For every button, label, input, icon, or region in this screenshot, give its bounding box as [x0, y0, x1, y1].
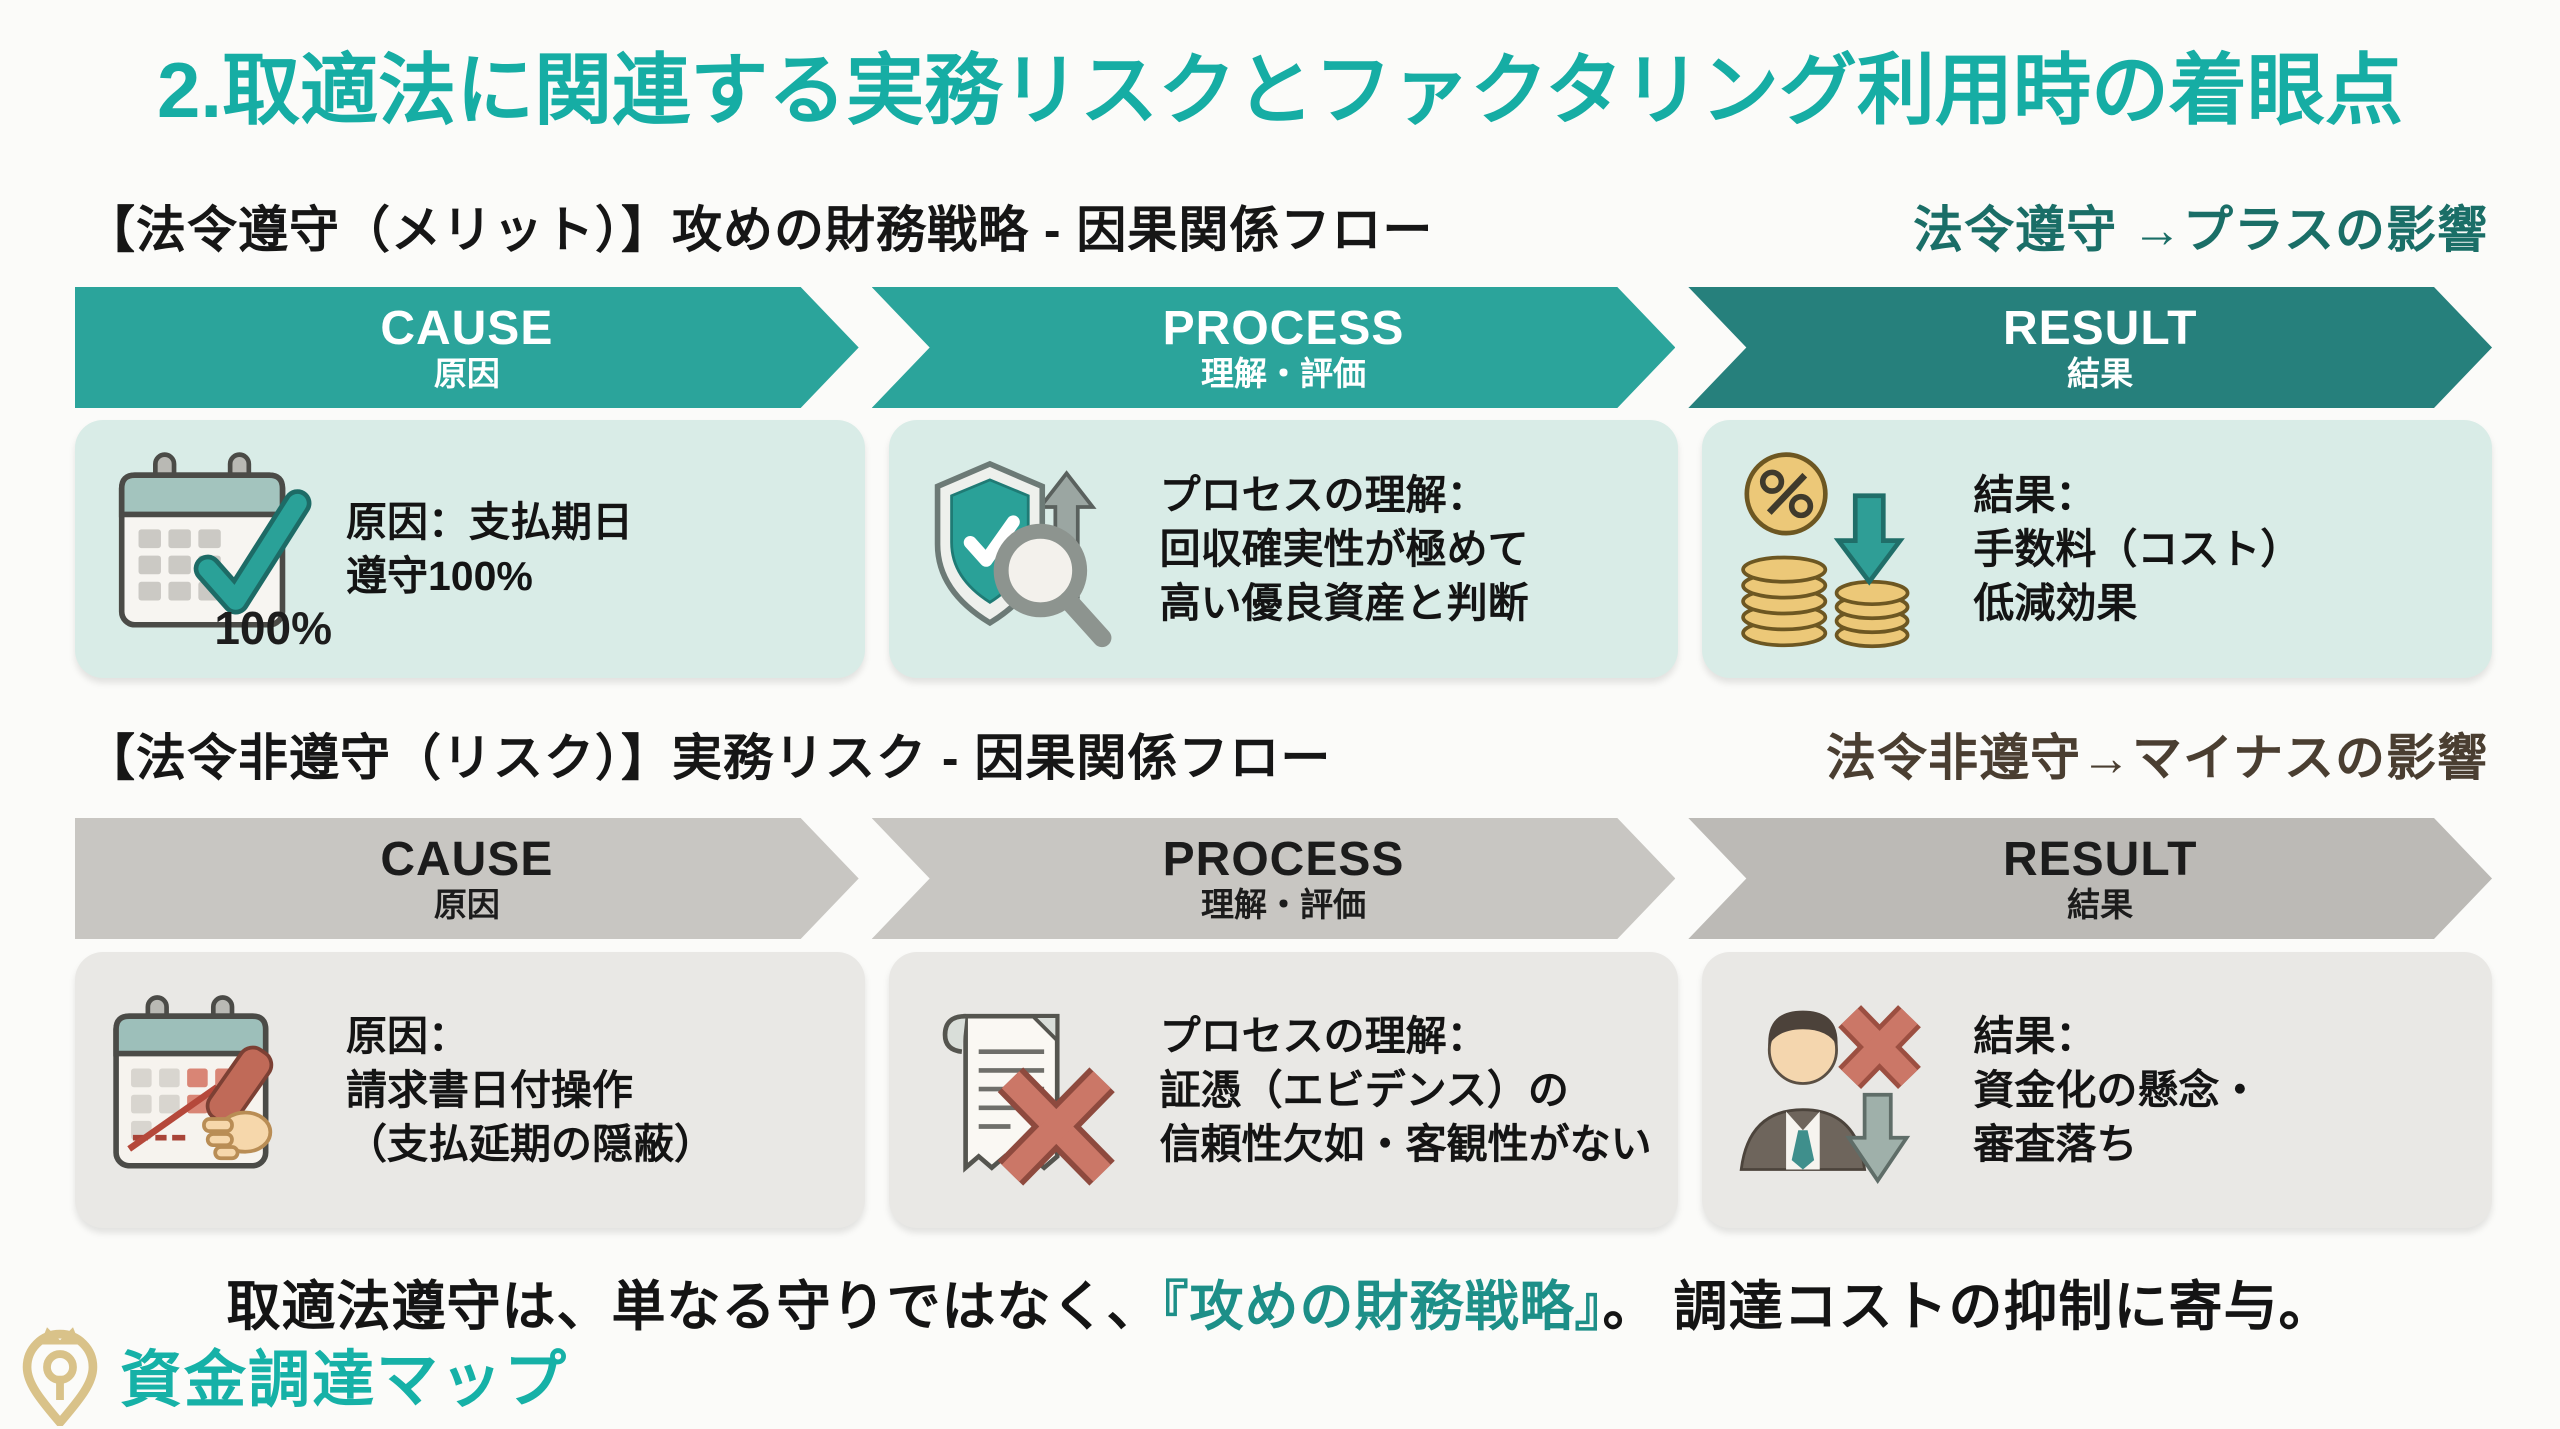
stage-label-ja: 理解・評価 — [1201, 354, 1366, 392]
compliance-result-text: 結果： 手数料（コスト） 低減効果 — [1973, 471, 2302, 627]
brand-logo-text: 資金調達マップ — [120, 1346, 569, 1415]
summary-statement: 取適法遵守は、単なる守りではなく、『攻めの財務戦略』。 調達コストの抑制に寄与。 — [0, 1262, 2560, 1341]
section-noncompliance-heading: 【法令非遵守（リスク）】実務リスク - 因果関係フロー — [85, 730, 1332, 786]
noncompliance-cause-text: 原因： 請求書日付操作 （支払延期の隠蔽） — [346, 1012, 715, 1168]
flow-stage-process: PROCESS 理解・評価 — [872, 818, 1676, 939]
calendar-check-caption: 100% — [214, 601, 332, 654]
stage-label-en: RESULT — [2002, 302, 2198, 356]
section-noncompliance-header: 【法令非遵守（リスク）】実務リスク - 因果関係フロー 法令非遵守→マイナスの影… — [85, 718, 2488, 790]
noncompliance-result-text: 結果： 資金化の懸念・ 審査落ち — [1973, 1012, 2261, 1168]
stage-label-ja: 原因 — [433, 354, 500, 392]
stage-label-ja: 原因 — [433, 885, 500, 923]
page-title: 2.取適法に関連する実務リスクとファクタリング利用時の着眼点 — [157, 46, 2403, 134]
shield-verify-icon — [917, 442, 1132, 657]
noncompliance-cause-card: 原因： 請求書日付操作 （支払延期の隠蔽） — [75, 952, 865, 1228]
stage-label-ja: 結果 — [2067, 885, 2134, 923]
compliance-result-card: 結果： 手数料（コスト） 低減効果 — [1702, 420, 2493, 678]
compliance-process-card: プロセスの理解： 回収確実性が極めて 高い優良資産と判断 — [888, 420, 1679, 678]
compliance-cause-text: 原因：支払期日 遵守100% — [346, 498, 633, 599]
flow-stage-result: RESULT 結果 — [1688, 818, 2492, 939]
document-rejected-icon — [917, 983, 1132, 1198]
summary-highlight: 『攻めの財務戦略』 — [1161, 1277, 1603, 1337]
stage-label-en: PROCESS — [1162, 833, 1405, 887]
calendar-check-icon: 100% — [103, 442, 332, 657]
stage-label-en: CAUSE — [380, 302, 554, 356]
compliance-process-text: プロセスの理解： 回収確実性が極めて 高い優良資産と判断 — [1159, 471, 1529, 627]
flow-band-compliance: CAUSE 原因 PROCESS 理解・評価 RESULT 結果 — [75, 287, 2492, 408]
summary-suffix: 。 調達コストの抑制に寄与。 — [1602, 1277, 2334, 1337]
applicant-rejected-icon — [1730, 983, 1945, 1198]
flow-stage-cause: CAUSE 原因 — [75, 287, 859, 408]
section-compliance-impact-label: 法令遵守 →プラスの影響 — [1913, 202, 2488, 258]
stage-label-en: RESULT — [2002, 833, 2198, 887]
calendar-tamper-icon — [103, 983, 318, 1198]
noncompliance-process-card: プロセスの理解： 証憑（エビデンス）の 信頼性欠如・客観性がない — [888, 952, 1679, 1228]
noncompliance-result-card: 結果： 資金化の懸念・ 審査落ち — [1702, 952, 2493, 1228]
stage-label-ja: 理解・評価 — [1201, 885, 1366, 923]
summary-prefix: 取適法遵守は、単なる守りではなく、 — [226, 1277, 1162, 1337]
cost-down-icon — [1730, 442, 1945, 657]
map-pin-crown-icon — [12, 1322, 108, 1426]
stage-label-ja: 結果 — [2067, 354, 2134, 392]
flow-stage-process: PROCESS 理解・評価 — [872, 287, 1676, 408]
stage-label-en: PROCESS — [1162, 302, 1405, 356]
flow-stage-result: RESULT 結果 — [1688, 287, 2492, 408]
section-noncompliance-impact-label: 法令非遵守→マイナスの影響 — [1826, 730, 2488, 786]
stage-label-en: CAUSE — [380, 833, 554, 887]
flow-band-noncompliance: CAUSE 原因 PROCESS 理解・評価 RESULT 結果 — [75, 818, 2492, 939]
compliance-cells: 100% 原因：支払期日 遵守100% プロセスの理解： 回収 — [75, 420, 2493, 678]
flow-stage-cause: CAUSE 原因 — [75, 818, 859, 939]
compliance-cause-card: 100% 原因：支払期日 遵守100% — [75, 420, 865, 678]
brand-logo: 資金調達マップ — [12, 1322, 568, 1426]
section-compliance-heading: 【法令遵守（メリット）】攻めの財務戦略 - 因果関係フロー — [85, 202, 1434, 258]
section-compliance-header: 【法令遵守（メリット）】攻めの財務戦略 - 因果関係フロー 法令遵守 →プラスの… — [85, 190, 2488, 262]
noncompliance-cells: 原因： 請求書日付操作 （支払延期の隠蔽） — [75, 952, 2493, 1228]
noncompliance-process-text: プロセスの理解： 証憑（エビデンス）の 信頼性欠如・客観性がない — [1159, 1012, 1652, 1168]
